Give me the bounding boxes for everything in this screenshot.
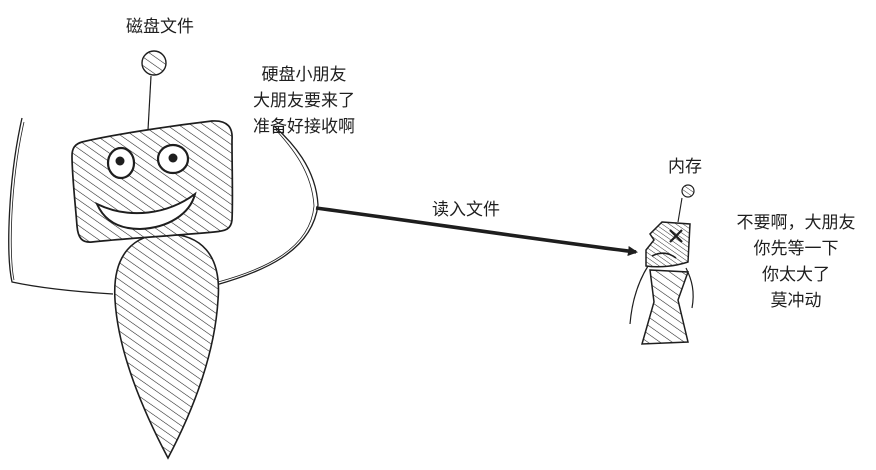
big-robot-mouth <box>94 191 197 231</box>
big-speech-line: 硬盘小朋友 <box>262 65 347 85</box>
big-robot-antenna-ball <box>141 50 167 76</box>
small-robot-right-arm <box>685 267 694 309</box>
big-robot-body <box>113 233 220 460</box>
big-robot-antenna-stem <box>147 75 152 131</box>
memory-label: 内存 <box>668 157 702 177</box>
small-robot-antenna-stem <box>677 197 683 223</box>
big-robot-speech: 硬盘小朋友 大朋友要来了 准备好接收啊 <box>253 65 355 137</box>
small-robot <box>629 184 695 345</box>
small-speech-line: 你太大了 <box>762 265 830 285</box>
small-robot-speech: 不要啊，大朋友 你先等一下 你太大了 莫冲动 <box>737 213 856 311</box>
big-speech-line: 准备好接收啊 <box>253 117 355 137</box>
small-speech-line: 你先等一下 <box>754 239 839 259</box>
big-robot-right-arm <box>215 125 319 286</box>
big-robot-left-eye <box>106 146 136 180</box>
read-file-label: 读入文件 <box>432 200 500 220</box>
big-robot <box>8 50 319 460</box>
big-robot-right-eye <box>156 143 190 175</box>
small-robot-body <box>640 269 690 345</box>
big-speech-line: 大朋友要来了 <box>253 91 355 111</box>
small-robot-x-eye <box>669 229 683 243</box>
small-speech-line: 不要啊，大朋友 <box>737 213 856 233</box>
small-robot-head <box>645 221 691 268</box>
small-speech-line: 莫冲动 <box>771 291 822 311</box>
big-robot-left-arm <box>8 117 114 295</box>
disk-file-label: 磁盘文件 <box>126 17 194 37</box>
read-arrow <box>315 206 638 256</box>
small-robot-mouth <box>651 252 677 259</box>
small-robot-antenna-ball <box>681 184 695 198</box>
small-robot-left-arm <box>629 265 649 325</box>
